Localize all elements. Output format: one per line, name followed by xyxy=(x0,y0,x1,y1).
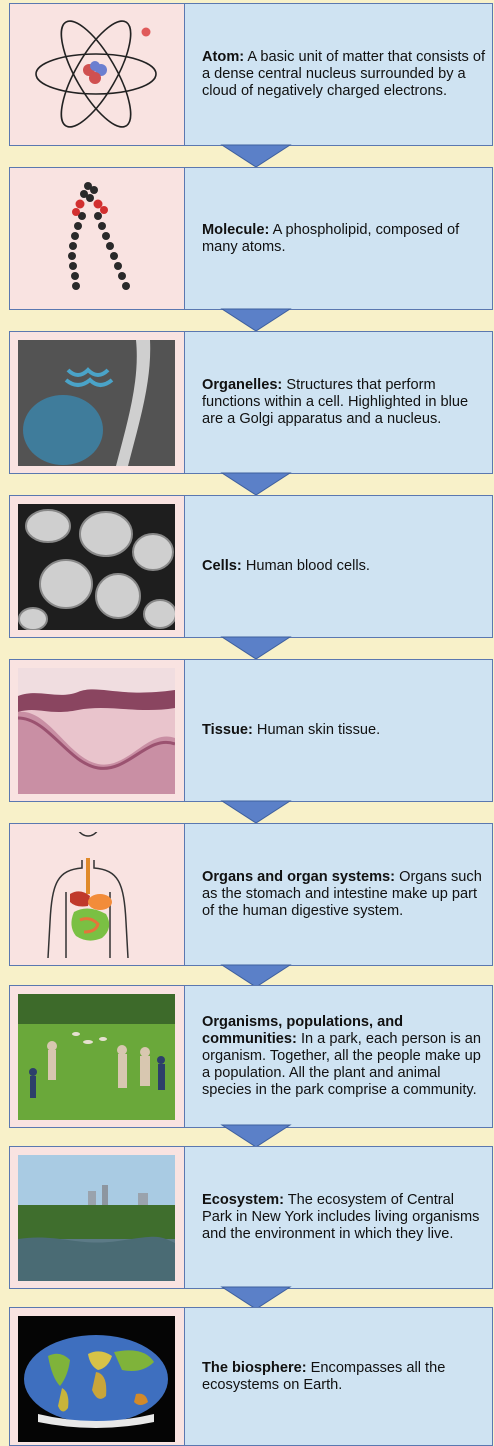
level-panel-organisms: Organisms, populations, and communities:… xyxy=(9,985,493,1128)
level-text: Human blood cells. xyxy=(246,558,370,574)
level-description: The biosphere: Encompasses all the ecosy… xyxy=(202,1308,486,1445)
level-term: Ecosystem: xyxy=(202,1192,284,1208)
level-description: Organelles: Structures that perform func… xyxy=(202,332,486,473)
level-term: Molecule: xyxy=(202,222,269,238)
level-description: Ecosystem: The ecosystem of Central Park… xyxy=(202,1147,486,1288)
level-description: Tissue: Human skin tissue. xyxy=(202,660,486,801)
level-term: Atom: xyxy=(202,49,244,65)
level-description: Cells: Human blood cells. xyxy=(202,496,486,637)
biosphere-image xyxy=(10,1308,185,1445)
park-people-image xyxy=(10,986,185,1127)
molecule-image xyxy=(10,168,185,309)
tissue-image xyxy=(10,660,185,801)
level-text: Human skin tissue. xyxy=(257,722,380,738)
level-panel-atom: Atom: A basic unit of matter that consis… xyxy=(9,3,493,146)
level-description: Atom: A basic unit of matter that consis… xyxy=(202,4,486,145)
level-term: Organelles: xyxy=(202,377,282,393)
level-term: The biosphere: xyxy=(202,1360,307,1376)
level-term: Tissue: xyxy=(202,722,253,738)
cells-image xyxy=(10,496,185,637)
level-description: Organs and organ systems: Organs such as… xyxy=(202,824,486,965)
level-panel-ecosystem: Ecosystem: The ecosystem of Central Park… xyxy=(9,1146,493,1289)
atom-image xyxy=(10,4,185,145)
level-description: Molecule: A phospholipid, composed of ma… xyxy=(202,168,486,309)
level-panel-molecule: Molecule: A phospholipid, composed of ma… xyxy=(9,167,493,310)
level-description: Organisms, populations, and communities:… xyxy=(202,986,486,1127)
level-panel-tissue: Tissue: Human skin tissue. xyxy=(9,659,493,802)
level-text: A basic unit of matter that consists of … xyxy=(202,49,485,99)
down-arrow-icon xyxy=(220,471,292,497)
level-panel-organelles: Organelles: Structures that perform func… xyxy=(9,331,493,474)
ecosystem-image xyxy=(10,1147,185,1288)
down-arrow-icon xyxy=(220,635,292,661)
level-term: Cells: xyxy=(202,558,242,574)
organelles-image xyxy=(10,332,185,473)
level-panel-biosphere: The biosphere: Encompasses all the ecosy… xyxy=(9,1307,493,1446)
level-panel-organs: Organs and organ systems: Organs such as… xyxy=(9,823,493,966)
level-panel-cells: Cells: Human blood cells. xyxy=(9,495,493,638)
organs-image xyxy=(10,824,185,965)
down-arrow-icon xyxy=(220,143,292,169)
level-term: Organs and organ systems: xyxy=(202,869,395,885)
down-arrow-icon xyxy=(220,307,292,333)
down-arrow-icon xyxy=(220,799,292,825)
